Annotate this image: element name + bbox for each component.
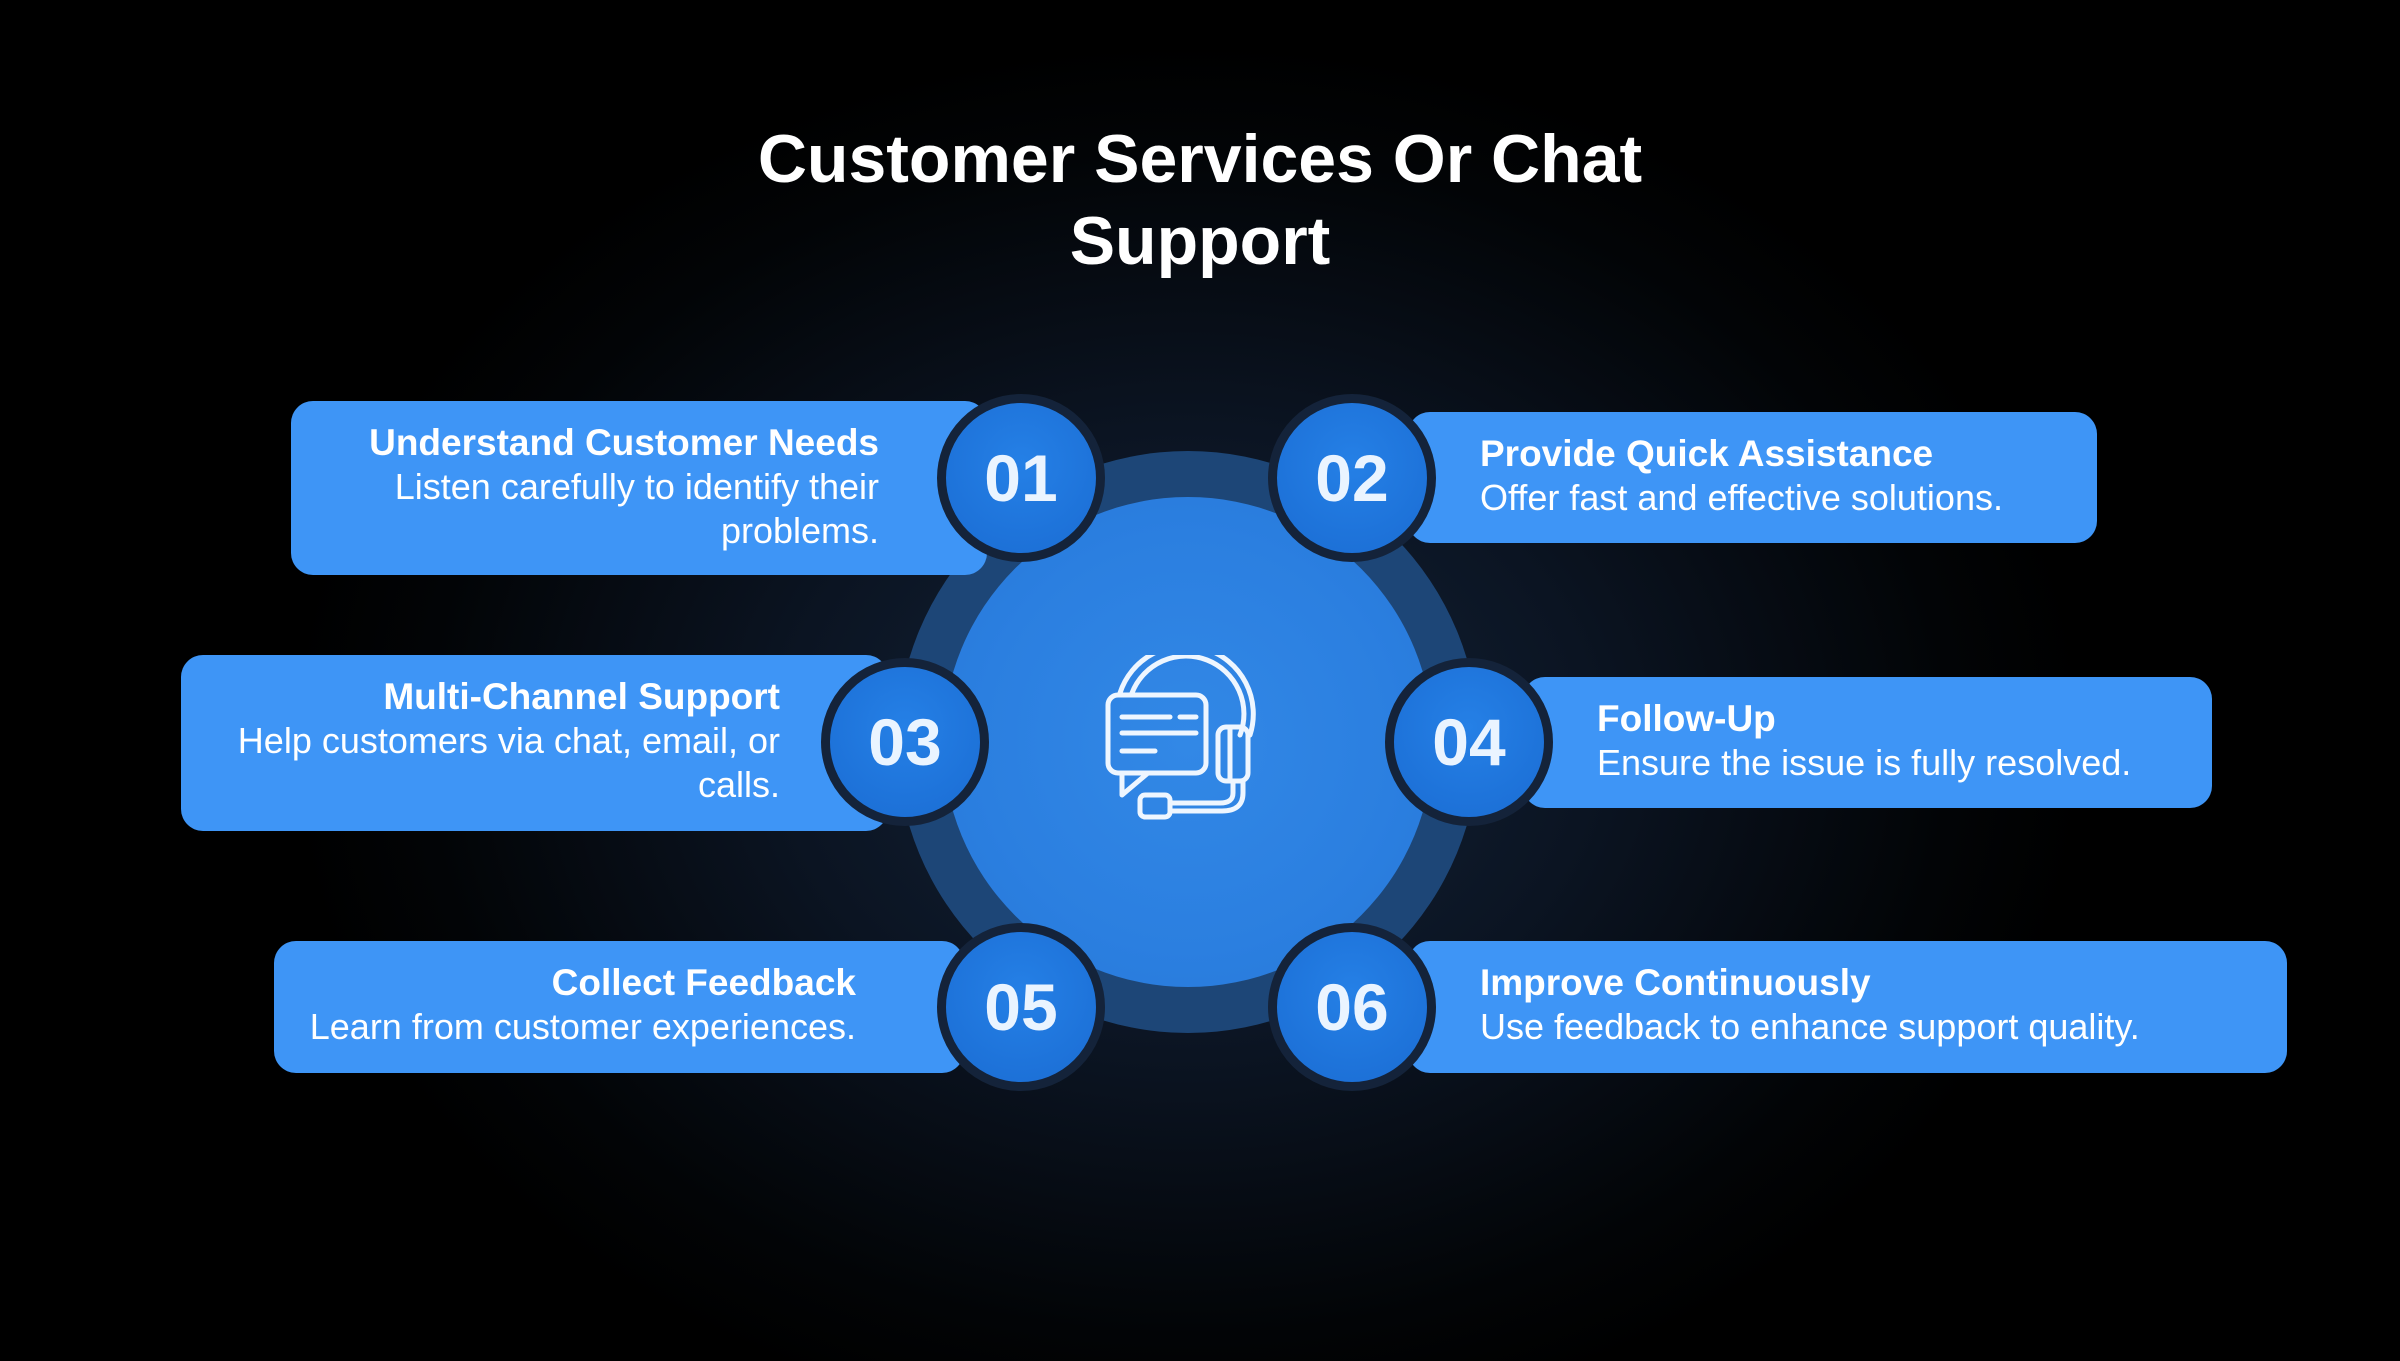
- step-heading: Follow-Up: [1597, 698, 1776, 739]
- page-title: Customer Services Or Chat Support: [600, 118, 1800, 282]
- center-circle: [943, 497, 1433, 987]
- step-card-04: Follow-Up Ensure the issue is fully reso…: [1523, 677, 2212, 808]
- step-description: Listen carefully to identify their probl…: [394, 466, 879, 551]
- step-heading: Provide Quick Assistance: [1480, 433, 1934, 474]
- step-number-03: 03: [821, 658, 989, 826]
- title-line-2: Support: [1069, 203, 1331, 279]
- step-heading: Multi-Channel Support: [383, 676, 780, 717]
- step-heading: Improve Continuously: [1480, 962, 1871, 1003]
- step-description: Offer fast and effective solutions.: [1480, 477, 2003, 518]
- title-line-1: Customer Services Or Chat: [757, 121, 1643, 197]
- step-description: Help customers via chat, email, or calls…: [237, 720, 780, 805]
- step-number-05: 05: [937, 923, 1105, 1091]
- step-description: Learn from customer experiences.: [309, 1006, 856, 1047]
- step-number-06: 06: [1268, 923, 1436, 1091]
- step-number-02: 02: [1268, 394, 1436, 562]
- step-description: Ensure the issue is fully resolved.: [1597, 742, 2132, 783]
- step-card-01: Understand Customer Needs Listen careful…: [291, 401, 987, 575]
- step-card-02: Provide Quick Assistance Offer fast and …: [1408, 412, 2097, 543]
- headset-chat-icon: [1105, 655, 1256, 820]
- step-heading: Collect Feedback: [551, 962, 856, 1003]
- step-card-05: Collect Feedback Learn from customer exp…: [274, 941, 964, 1073]
- step-description: Use feedback to enhance support quality.: [1480, 1006, 2140, 1047]
- step-card-06: Improve Continuously Use feedback to enh…: [1408, 941, 2287, 1073]
- step-number-01: 01: [937, 394, 1105, 562]
- step-number-04: 04: [1385, 658, 1553, 826]
- step-heading: Understand Customer Needs: [369, 422, 879, 463]
- step-card-03: Multi-Channel Support Help customers via…: [181, 655, 888, 831]
